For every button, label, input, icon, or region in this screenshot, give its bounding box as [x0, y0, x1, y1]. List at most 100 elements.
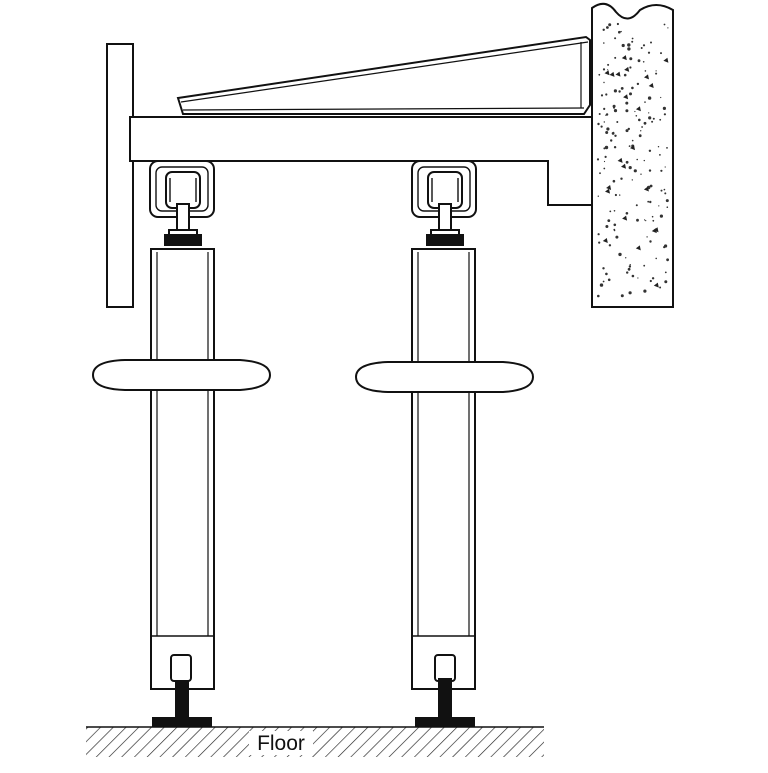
concrete-speck [648, 112, 650, 114]
concrete-wall [591, 2, 674, 308]
concrete-speck [596, 158, 600, 161]
concrete-aggregate [630, 145, 635, 151]
concrete-speck [655, 70, 657, 72]
concrete-speck [664, 166, 666, 168]
concrete-speck [627, 47, 631, 51]
concrete-aggregate [615, 71, 621, 77]
concrete-speck [609, 210, 612, 213]
concrete-aggregate [605, 188, 610, 194]
left-wall [106, 43, 134, 308]
concrete-aggregate [648, 83, 654, 88]
concrete-speck [633, 169, 637, 173]
concrete-speck [606, 127, 610, 131]
concrete-speck [631, 37, 634, 40]
concrete-speck [597, 195, 599, 197]
door-left [91, 160, 272, 727]
concrete-speck [598, 241, 601, 244]
concrete-aggregate [653, 227, 659, 233]
concrete-speck [603, 42, 605, 44]
floor-label: Floor [257, 732, 305, 755]
concrete-speck [641, 126, 643, 128]
concrete-speck [603, 121, 605, 123]
concrete-speck [608, 244, 612, 247]
concrete-speck [629, 66, 632, 69]
hanger-bolt-left [164, 203, 202, 246]
concrete-speck [627, 127, 630, 131]
concrete-speck [664, 192, 667, 195]
concrete-speck [644, 101, 646, 103]
door-panel-right [411, 248, 476, 690]
concrete-speck [635, 115, 638, 117]
concrete-speck [625, 129, 629, 133]
concrete-speck [645, 220, 647, 222]
concrete-speck [637, 59, 641, 63]
concrete-speck [604, 155, 607, 158]
concrete-speck [629, 57, 633, 61]
concrete-speck [659, 154, 661, 156]
concrete-speck [616, 22, 620, 26]
concrete-speck [608, 23, 612, 27]
concrete-aggregate [653, 282, 659, 288]
concrete-speck [636, 82, 640, 86]
roller-housing-right [411, 160, 477, 218]
concrete-speck [619, 194, 621, 196]
concrete-speck [623, 73, 627, 77]
concrete-speck [637, 277, 639, 279]
concrete-aggregate [663, 57, 669, 63]
concrete-speck [631, 40, 634, 43]
concrete-speck [605, 131, 609, 134]
concrete-speck [614, 193, 618, 197]
concrete-speck [664, 280, 668, 284]
floor-guide-right [415, 654, 475, 727]
concrete-speck [614, 56, 617, 59]
concrete-speck [629, 92, 632, 96]
concrete-speck [643, 121, 647, 125]
concrete-speck [597, 122, 600, 126]
concrete-speck [643, 289, 647, 293]
concrete-speck [600, 125, 603, 128]
concrete-speck [647, 96, 652, 100]
concrete-speck [620, 87, 624, 90]
concrete-speck [615, 235, 619, 239]
concrete-speck [607, 63, 610, 66]
concrete-speck [614, 134, 617, 137]
concrete-speck [636, 218, 639, 222]
concrete-speck [613, 210, 616, 212]
concrete-speck [640, 47, 643, 49]
concrete-speck [648, 116, 652, 120]
concrete-speck [618, 252, 622, 257]
concrete-speck [631, 139, 634, 142]
concrete-aggregate [621, 163, 626, 169]
concrete-speck [627, 43, 631, 47]
concrete-speck [598, 113, 601, 115]
concrete-speck [603, 107, 606, 110]
concrete-speck [644, 70, 647, 72]
concrete-speck [612, 179, 616, 183]
concrete-aggregate [622, 215, 628, 221]
concrete-speck [598, 73, 601, 76]
concrete-speck [620, 30, 622, 33]
concrete-speck [652, 117, 655, 120]
door-panel-left [150, 248, 215, 690]
concrete-speck [651, 215, 654, 218]
concrete-speck [667, 27, 669, 29]
concrete-speck [605, 93, 608, 96]
concrete-speck [607, 278, 611, 282]
concrete-speck [603, 81, 605, 84]
concrete-speck [646, 236, 648, 238]
concrete-speck [626, 271, 629, 274]
concrete-speck [647, 200, 650, 203]
concrete-speck [635, 204, 638, 207]
concrete-speck [642, 44, 646, 47]
concrete-speck [597, 294, 600, 298]
concrete-aggregate [602, 238, 608, 243]
concrete-speck [642, 61, 645, 63]
track-beam [129, 116, 593, 206]
concrete-speck [602, 280, 605, 283]
concrete-speck [655, 72, 658, 75]
concrete-aggregate [643, 186, 649, 192]
concrete-speck [602, 267, 605, 270]
concrete-speck [650, 41, 652, 44]
concrete-speck [599, 283, 604, 287]
floor-guide-left [152, 654, 212, 727]
